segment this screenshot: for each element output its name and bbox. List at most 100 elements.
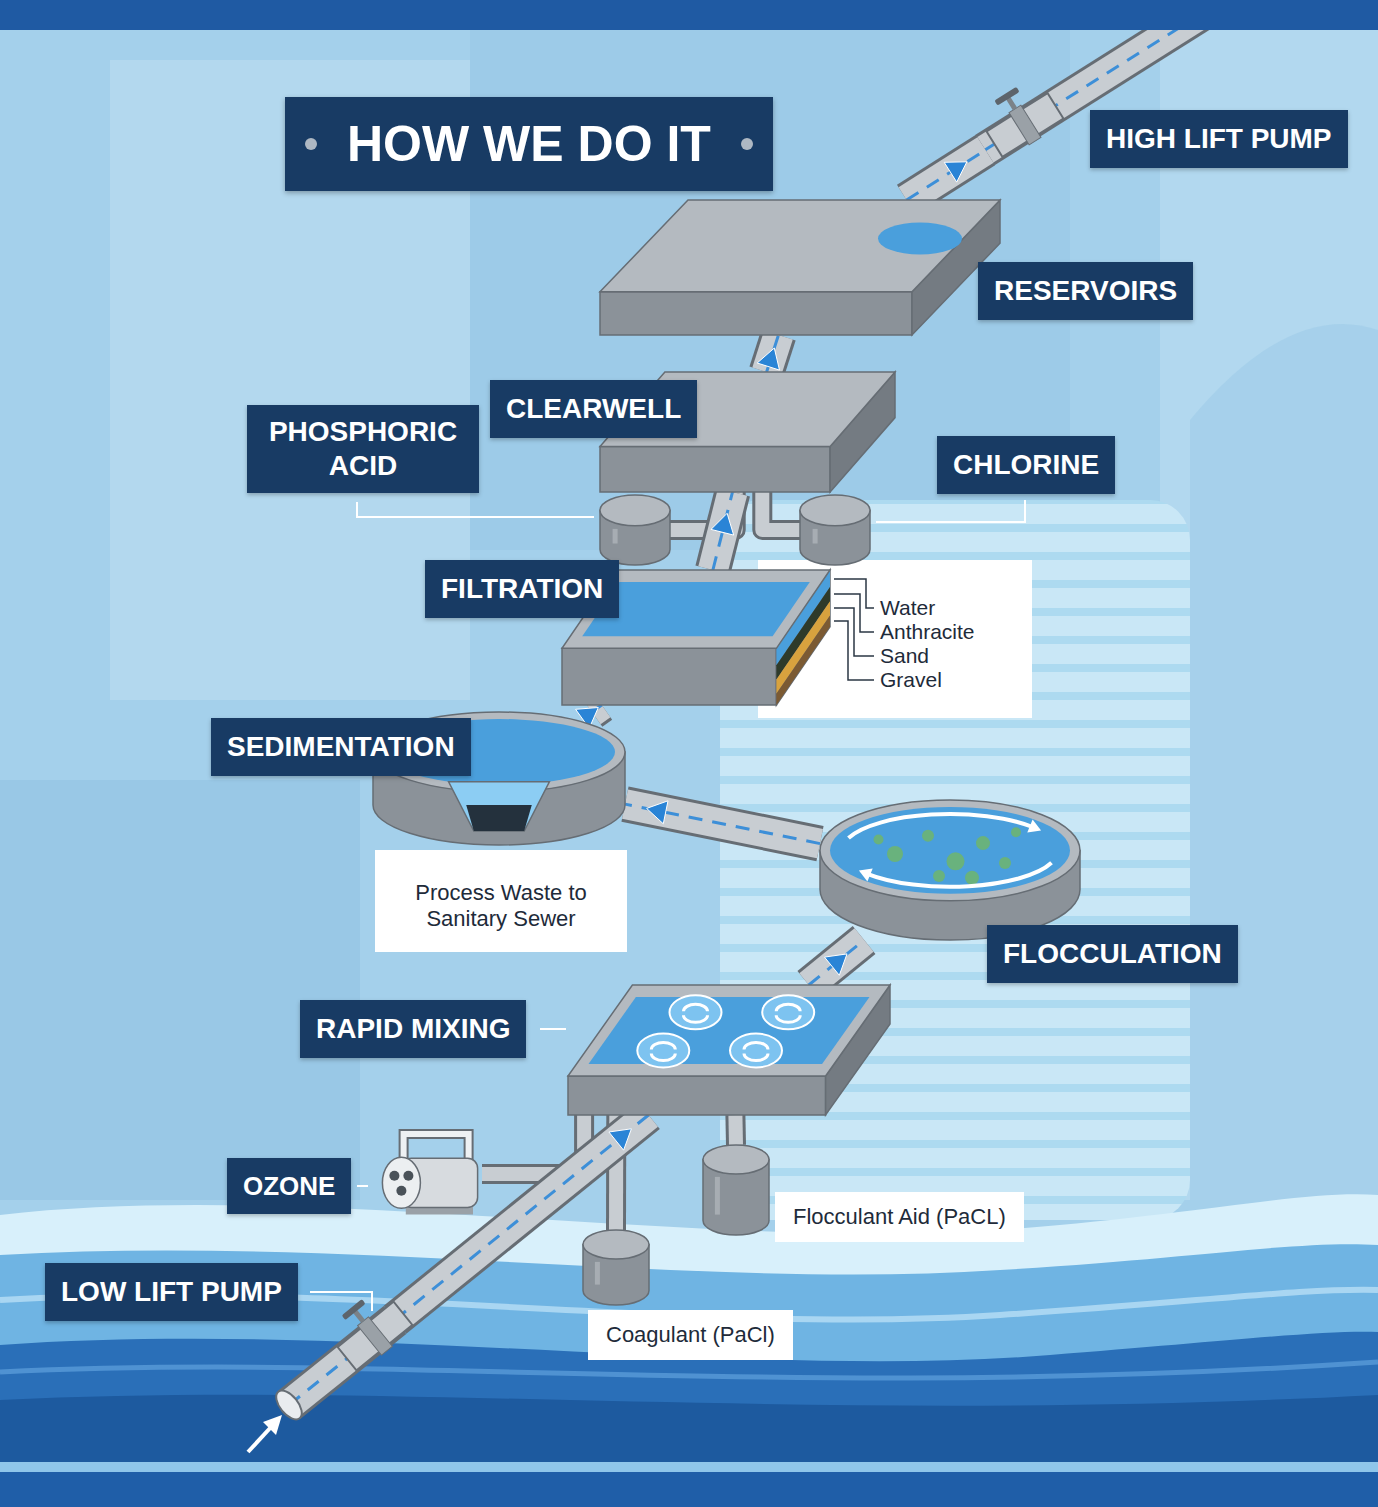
mixer-swirl xyxy=(762,995,814,1029)
ozone-port xyxy=(389,1171,399,1181)
main-pipe xyxy=(809,940,864,985)
valve-handle xyxy=(342,1299,366,1320)
sludge xyxy=(466,805,532,831)
process-label: RAPID MIXING xyxy=(300,1000,526,1058)
filter-layer-name: Gravel xyxy=(880,668,942,692)
basin-rim xyxy=(820,800,1080,901)
process-label: LOW LIFT PUMP xyxy=(45,1263,298,1321)
floc-particle xyxy=(999,857,1011,869)
tank-highlight xyxy=(613,529,618,544)
process-label: FILTRATION xyxy=(425,560,619,618)
valve-handle xyxy=(994,87,1019,106)
swirl-arc xyxy=(776,1015,800,1022)
swirl-arc xyxy=(651,1054,675,1061)
waste-note: Process Waste to Sanitary Sewer xyxy=(375,850,627,952)
clearwell-tank: CLEARWELL xyxy=(600,372,895,492)
ozone-generator-art xyxy=(370,1130,482,1218)
leader-line xyxy=(357,502,594,517)
wave-darker xyxy=(0,1395,1378,1507)
tank-lid xyxy=(600,495,670,526)
flocculation-basin-art xyxy=(820,800,1080,940)
pipe-flow-line xyxy=(395,1115,649,1320)
flocculation-basin: FLOCCULATION xyxy=(820,800,1080,940)
pipe-outline xyxy=(809,940,864,985)
valve-flange xyxy=(1009,105,1041,145)
ozone-face xyxy=(382,1157,420,1208)
floc-particle xyxy=(1011,827,1021,837)
rotation-arrowhead xyxy=(859,868,873,881)
floc-particle xyxy=(933,870,945,882)
swirl-arc xyxy=(651,1043,675,1050)
tank-highlight xyxy=(715,1177,720,1215)
pump-valve xyxy=(975,75,1066,161)
tank-water xyxy=(589,997,870,1064)
leader-line xyxy=(357,1185,368,1187)
rapid-mixing-basin-art xyxy=(568,985,890,1115)
ozone-generator: OZONE xyxy=(370,1130,482,1218)
pipe-outline xyxy=(725,1115,746,1145)
coagulant-tank: Coagulant (PaCl) xyxy=(583,1230,649,1305)
tank-lid xyxy=(800,495,870,526)
tank-front xyxy=(600,446,830,492)
mixer-swirl xyxy=(637,1034,689,1068)
phosphoric-acid-tank-art xyxy=(600,495,670,565)
main-pipe xyxy=(625,801,820,844)
sedimentation-basin: SEDIMENTATION xyxy=(373,712,625,845)
tank-highlight xyxy=(595,1262,600,1285)
chemical-label: Coagulant (PaCl) xyxy=(588,1310,793,1360)
pipe-outline xyxy=(762,492,800,530)
floc-particle xyxy=(874,835,884,845)
leader-line xyxy=(876,500,1025,522)
tank-front xyxy=(568,1076,826,1115)
wave-light xyxy=(0,1194,1378,1507)
pipe-outline xyxy=(395,1115,649,1320)
low-lift-pump-valve: LOW LIFT PUMP xyxy=(355,1316,395,1356)
high-lift-pump-valve-art xyxy=(985,100,1065,150)
wave-stripe xyxy=(0,1362,1378,1378)
process-label: FLOCCULATION xyxy=(987,925,1238,983)
low-lift-pump-valve-art xyxy=(355,1316,395,1356)
inlet-arrowhead xyxy=(263,1415,282,1435)
feed-pipe xyxy=(735,1115,737,1145)
phosphoric-acid-tank: PHOSPHORIC ACID xyxy=(600,495,670,565)
swirl-arc xyxy=(744,1043,768,1050)
floc-particle xyxy=(965,871,979,885)
tank-front xyxy=(600,292,912,335)
tank-top xyxy=(600,200,1000,292)
flow-arrowhead xyxy=(757,348,779,370)
process-label: PHOSPHORIC ACID xyxy=(247,405,479,493)
top-band xyxy=(0,0,1378,30)
coagulant-tank-art xyxy=(583,1230,649,1305)
tank-highlight xyxy=(813,529,818,544)
process-label: RESERVOIRS xyxy=(978,262,1193,320)
pipe-flow-line xyxy=(907,150,986,200)
reservoir-tank: RESERVOIRS xyxy=(600,200,1000,335)
tank-top xyxy=(568,985,890,1076)
pump-valve xyxy=(324,1285,415,1374)
main-pipe xyxy=(711,492,734,570)
valve-flange xyxy=(358,1317,393,1355)
basin-cutaway xyxy=(449,782,550,831)
mixer-swirl xyxy=(730,1034,782,1068)
process-label: HIGH LIFT PUMP xyxy=(1090,110,1348,168)
leader-line xyxy=(540,1028,566,1030)
pipe-outline xyxy=(907,150,986,200)
flow-arrowhead xyxy=(711,513,734,535)
flow-arrowhead xyxy=(944,162,967,182)
leader-line xyxy=(834,608,874,656)
swirl-arc xyxy=(744,1054,768,1061)
mixer-swirl xyxy=(670,995,722,1029)
pipe-body xyxy=(907,150,986,200)
swirl-arc xyxy=(684,1015,708,1022)
main-pipe xyxy=(395,1115,649,1320)
flow-arrowhead xyxy=(825,954,848,975)
chemical-label: Flocculant Aid (PaCL) xyxy=(775,1192,1024,1242)
floc-particle xyxy=(922,830,934,842)
swirl-arc xyxy=(684,1004,708,1011)
bottom-band xyxy=(0,1472,1378,1507)
floc-particle xyxy=(947,852,965,870)
filtration-basin: FILTRATION xyxy=(562,570,830,705)
basin-water xyxy=(830,807,1070,894)
